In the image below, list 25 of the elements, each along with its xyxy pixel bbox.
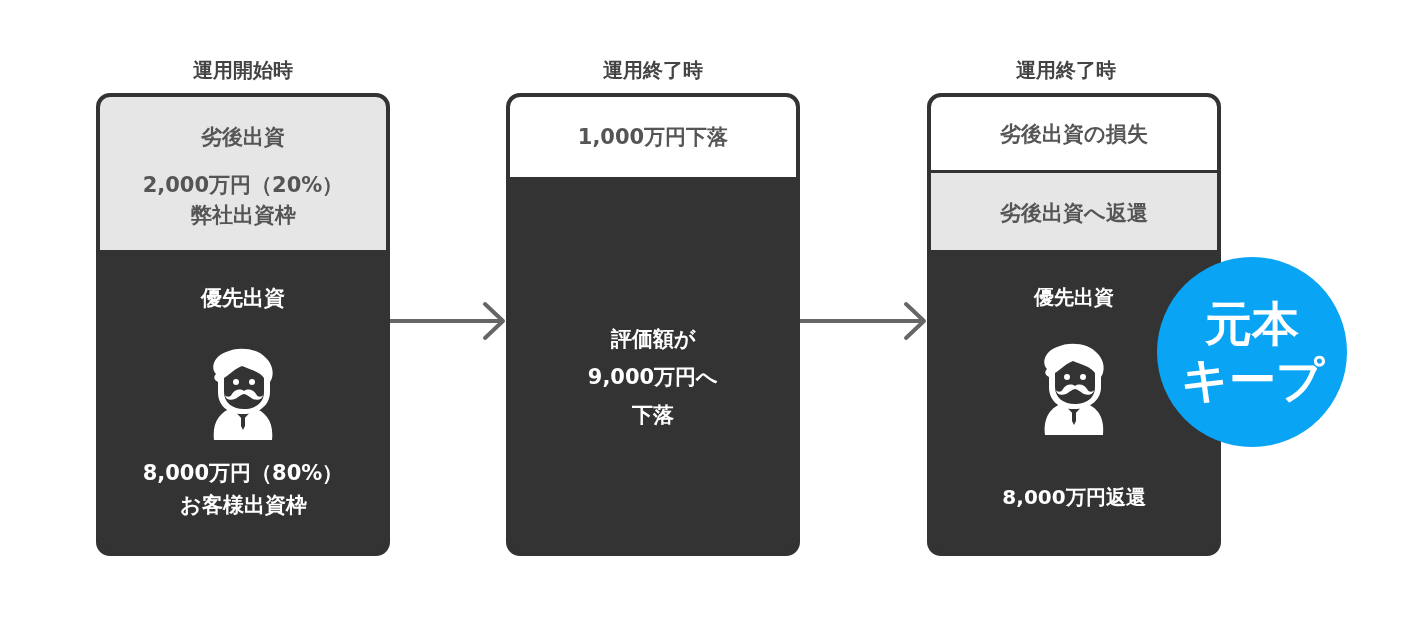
section-band <box>931 173 1217 250</box>
column-heading: 運用開始時 <box>193 57 293 84</box>
arrow <box>800 302 926 340</box>
section-text: お客様出資枠 <box>179 492 307 518</box>
section-text: 8,000万円（80%） <box>142 460 344 486</box>
column-heading: 運用終了時 <box>1016 57 1116 84</box>
card-panel <box>506 93 800 556</box>
section-text: キープ <box>1180 353 1324 407</box>
section-text: 優先出資 <box>1034 284 1114 310</box>
section-band <box>510 97 796 177</box>
card-panel <box>96 93 390 556</box>
section-text: 評価額が9,000万円へ下落 <box>586 326 720 429</box>
section-text: 2,000万円（20%） <box>142 172 344 198</box>
section-text: 優先出資 <box>201 285 285 311</box>
arrow <box>390 302 505 340</box>
section-text: 元本 <box>1205 297 1299 351</box>
section-band <box>931 97 1217 170</box>
section-text: 8,000万円返還 <box>1002 484 1146 510</box>
section-text: 1,000万円下落 <box>577 124 729 150</box>
section-text: 弊社出資枠 <box>190 202 296 228</box>
section-band <box>100 97 386 250</box>
column-heading: 運用終了時 <box>603 57 703 84</box>
section-text: 劣後出資へ返還 <box>1000 200 1148 226</box>
section-text: 劣後出資 <box>201 124 285 150</box>
section-text: 劣後出資の損失 <box>1000 121 1148 147</box>
